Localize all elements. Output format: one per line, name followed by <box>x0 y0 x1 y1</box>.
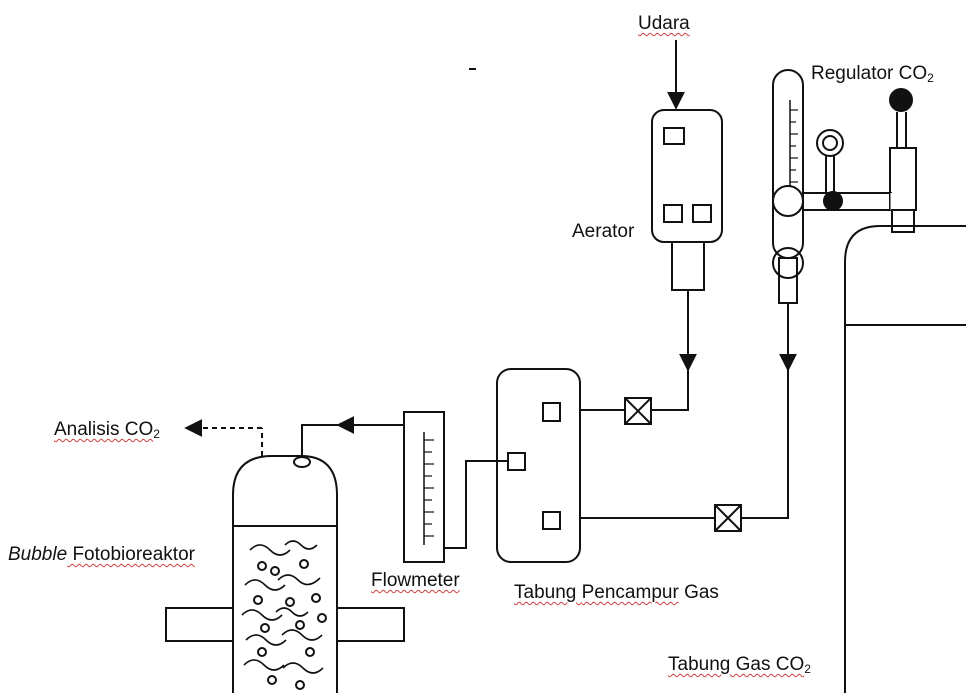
valve-lower <box>714 504 742 532</box>
fotobioreaktor-text: Fotobioreaktor <box>67 544 195 565</box>
tabung-gas-text: Tabung Gas CO <box>668 654 805 675</box>
label-bubble-fotobioreaktor: Bubble Fotobioreaktor <box>8 545 195 564</box>
tabung-pencampur-text-1: Tabung <box>514 582 582 603</box>
label-analisis: Analisis CO2 <box>54 420 160 440</box>
aerator <box>651 109 723 291</box>
tabung-pencampur-text-3: Gas <box>678 582 719 603</box>
label-tabung-gas: Tabung Gas CO2 <box>668 655 811 675</box>
tabung-pencampur-text-2: Pencampur <box>581 582 679 603</box>
label-flowmeter: Flowmeter <box>371 571 460 590</box>
label-regulator: Regulator CO2 <box>811 64 934 84</box>
regulator-co2 <box>772 69 917 304</box>
analisis-sub: 2 <box>153 427 160 441</box>
line-to-reactor <box>301 424 340 456</box>
label-tabung-pencampur: Tabung Pencampur Gas <box>514 583 719 602</box>
udara-text: Udara <box>638 13 690 34</box>
tabung-gas-sub: 2 <box>804 662 811 676</box>
tabung-pencampur-gas <box>496 368 581 563</box>
analisis-text: Analisis CO <box>54 419 154 440</box>
label-aerator: Aerator <box>572 222 634 241</box>
aerator-line <box>652 370 689 411</box>
aerator-text: Aerator <box>572 221 635 242</box>
flowmeter-text: Flowmeter <box>371 570 460 591</box>
regulator-text: Regulator CO <box>811 63 928 84</box>
line-valve2-regulator <box>741 370 789 519</box>
bubble-text: Bubble <box>8 544 68 565</box>
flowmeter <box>403 411 445 563</box>
bubble-fotobioreaktor <box>165 455 405 693</box>
label-udara: Udara <box>638 14 690 33</box>
tabung-gas-co2 <box>844 225 966 693</box>
regulator-sub: 2 <box>927 71 934 85</box>
valve-upper <box>624 397 652 425</box>
line-mixer-flowmeter <box>444 460 508 549</box>
